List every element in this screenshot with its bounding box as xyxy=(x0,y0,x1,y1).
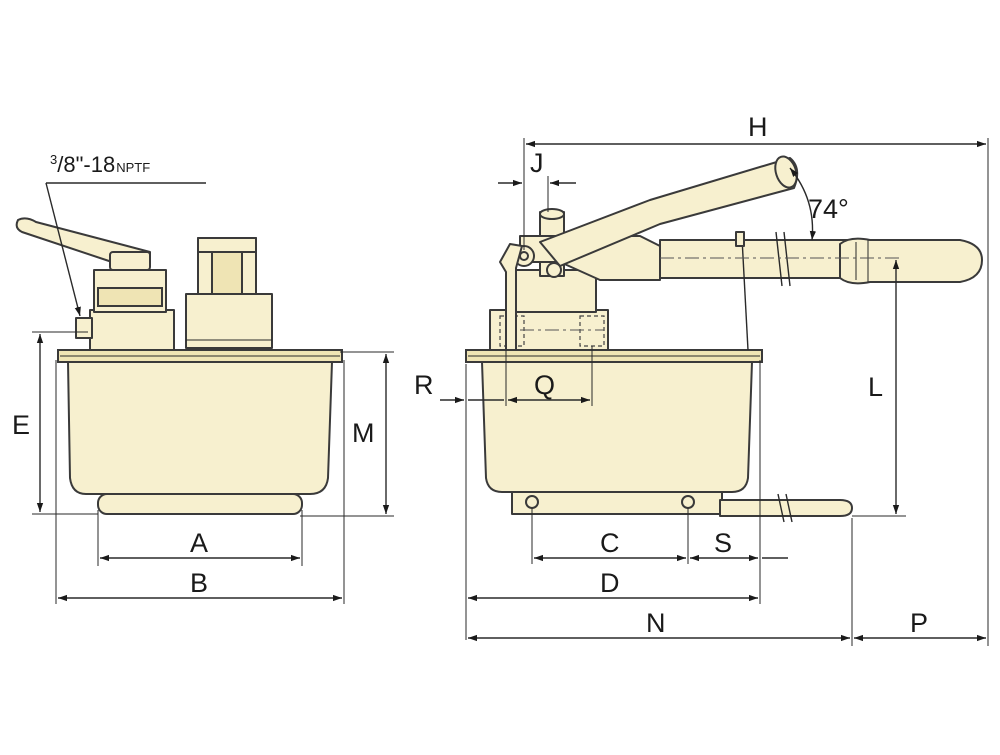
thread-spec-label: 3/8"-18NPTF xyxy=(50,152,150,177)
dim-label-s: S xyxy=(714,528,732,558)
dim-label-j: J xyxy=(530,148,544,178)
dim-label-p: P xyxy=(910,608,928,638)
dim-label-q: Q xyxy=(534,370,555,400)
angle-label: 74° xyxy=(808,194,849,224)
dim-label-d: D xyxy=(600,568,620,598)
extension-bar xyxy=(719,499,853,517)
handle-tube xyxy=(659,239,851,279)
dim-label-m: M xyxy=(352,418,375,448)
dim-label-e: E xyxy=(12,410,30,440)
reservoir-tank xyxy=(67,361,333,495)
outlet-port xyxy=(75,317,93,339)
end-view xyxy=(15,217,343,515)
valve-body xyxy=(185,293,273,349)
pump-head-block xyxy=(89,309,175,351)
dim-label-l: L xyxy=(868,372,883,402)
dim-label-b: B xyxy=(190,568,208,598)
dim-label-r: R xyxy=(414,370,434,400)
thread-suffix: /8"-18 xyxy=(57,152,115,177)
dim-label-n: N xyxy=(646,608,666,638)
handle-grip xyxy=(839,237,983,285)
dim-label-h: H xyxy=(748,112,768,142)
side-view-dimensions xyxy=(440,138,989,646)
dim-label-a: A xyxy=(190,528,208,558)
dim-label-c: C xyxy=(600,528,620,558)
thread-unit: NPTF xyxy=(116,160,150,175)
thread-prefix: 3 xyxy=(50,152,57,167)
side-view xyxy=(465,155,983,523)
side-reservoir-tank xyxy=(481,361,753,493)
dimension-labels: 3/8"-18NPTF E M A B H J 74° L R Q C S D … xyxy=(12,112,928,638)
end-view-dimensions xyxy=(32,182,394,604)
base-foot xyxy=(97,493,303,515)
